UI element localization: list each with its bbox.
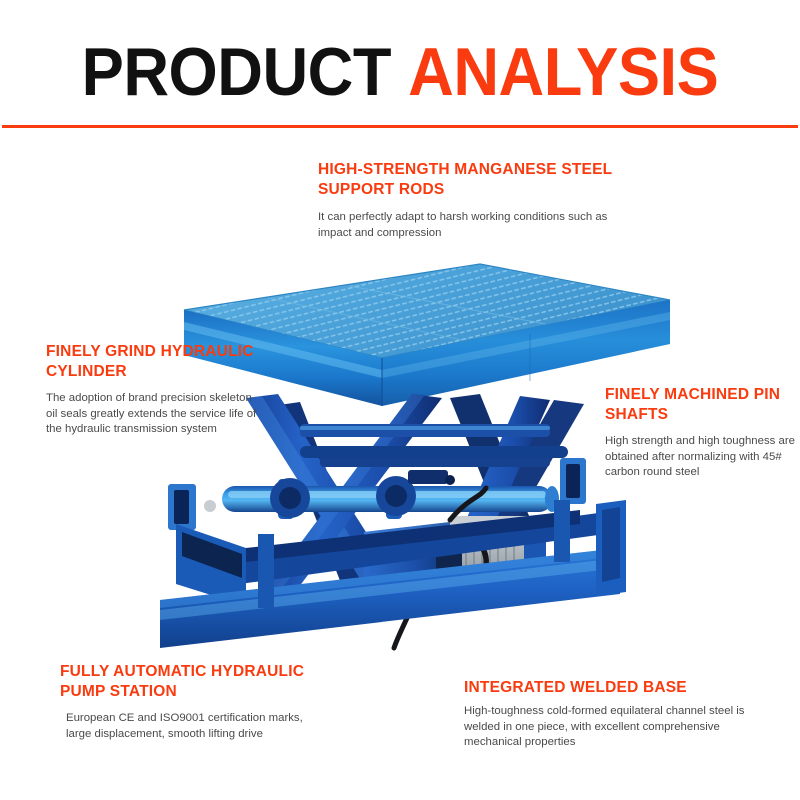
callout-pump-station-body: European CE and ISO9001 certification ma… — [66, 712, 303, 740]
lift-platform-skirt — [184, 300, 670, 406]
callout-hydraulic-cylinder-heading: FINELY GRIND HYDRAULIC CYLINDER — [46, 343, 254, 380]
callout-hydraulic-cylinder: FINELY GRIND HYDRAULIC CYLINDER The adop… — [46, 342, 261, 438]
page-title-word-product: PRODUCT — [81, 34, 392, 110]
page-title: PRODUCT ANALYSIS — [28, 36, 772, 108]
secondary-tie-rod — [300, 446, 568, 458]
hydraulic-scissor-lift-table-image — [150, 248, 670, 653]
callout-pin-shafts-body: High strength and high toughness are obt… — [605, 435, 795, 478]
page-title-word-analysis: ANALYSIS — [408, 34, 719, 110]
callout-welded-base: INTEGRATED WELDED BASE High-toughness co… — [464, 678, 764, 751]
callout-pump-station: FULLY AUTOMATIC HYDRAULIC PUMP STATION E… — [60, 662, 325, 742]
header-divider-rule — [2, 125, 798, 128]
callout-pin-shafts: FINELY MACHINED PIN SHAFTS High strength… — [605, 385, 800, 481]
callout-hydraulic-cylinder-body: The adoption of brand precision skeleton… — [46, 392, 257, 435]
callout-pump-station-heading: FULLY AUTOMATIC HYDRAULIC PUMP STATION — [60, 663, 305, 700]
integrated-welded-base — [160, 500, 626, 648]
callout-support-rods: HIGH-STRENGTH MANGANESE STEEL SUPPORT RO… — [318, 160, 638, 241]
manganese-support-rods — [300, 424, 550, 467]
callout-support-rods-body: It can perfectly adapt to harsh working … — [318, 211, 608, 239]
callout-welded-base-body: High-toughness cold-formed equilateral c… — [464, 705, 745, 748]
pin-shafts — [168, 458, 586, 530]
callout-pin-shafts-heading: FINELY MACHINED PIN SHAFTS — [605, 386, 781, 423]
callout-support-rods-heading: HIGH-STRENGTH MANGANESE STEEL SUPPORT RO… — [318, 161, 613, 198]
callout-welded-base-heading: INTEGRATED WELDED BASE — [464, 679, 687, 696]
